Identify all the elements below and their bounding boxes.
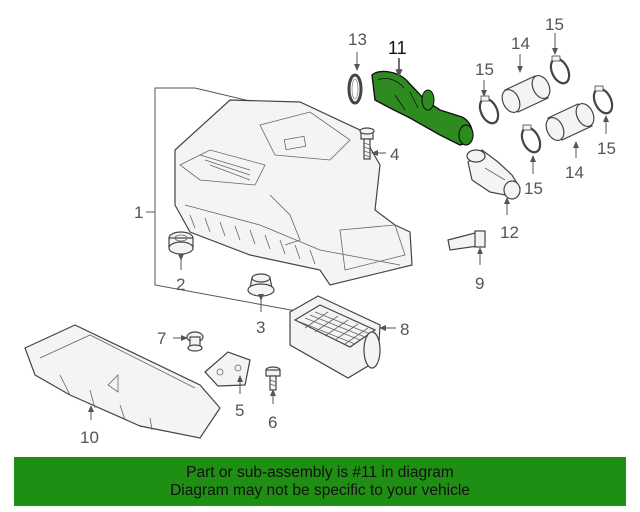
grommet[interactable] xyxy=(168,231,194,255)
info-banner: Part or sub-assembly is #11 in diagram D… xyxy=(14,457,626,506)
banner-line-2: Diagram may not be specific to your vehi… xyxy=(170,481,470,499)
label-5: 5 xyxy=(235,401,244,420)
label-15-d: 15 xyxy=(597,139,616,158)
clamp-15d[interactable] xyxy=(590,85,615,116)
parts-diagram: 1 2 3 4 5 6 xyxy=(24,15,616,447)
banner-line-1: Part or sub-assembly is #11 in diagram xyxy=(186,463,454,481)
clamp-15a[interactable] xyxy=(476,95,501,126)
label-9: 9 xyxy=(475,274,484,293)
sleeve-14a[interactable] xyxy=(499,73,554,116)
mounting-plate[interactable] xyxy=(204,351,251,387)
clamp-15b[interactable] xyxy=(547,55,572,86)
air-duct-shroud[interactable] xyxy=(24,324,221,439)
label-1: 1 xyxy=(134,203,143,222)
label-12: 12 xyxy=(500,223,519,242)
assembly-bracket xyxy=(154,87,346,321)
label-13: 13 xyxy=(348,30,367,49)
label-15-a: 15 xyxy=(475,60,494,79)
bolt-4[interactable] xyxy=(359,127,375,160)
sleeve-14b[interactable] xyxy=(543,101,598,144)
clamp-15c[interactable] xyxy=(518,124,543,155)
intake-hose-11[interactable] xyxy=(371,70,474,146)
bolt-6[interactable] xyxy=(265,366,281,391)
label-15-c: 15 xyxy=(524,179,543,198)
label-2: 2 xyxy=(176,275,185,294)
label-7: 7 xyxy=(157,329,166,348)
label-6: 6 xyxy=(268,413,277,432)
seal-ring-13[interactable] xyxy=(347,73,363,105)
label-8: 8 xyxy=(400,320,409,339)
label-10: 10 xyxy=(80,428,99,447)
label-15-b: 15 xyxy=(545,15,564,34)
air-filter-element[interactable] xyxy=(289,295,381,379)
label-14-lower: 14 xyxy=(565,163,584,182)
connector-9[interactable] xyxy=(447,230,486,251)
elbow-connector-12[interactable] xyxy=(466,149,521,200)
air-cleaner-housing[interactable] xyxy=(174,99,413,286)
label-14-upper: 14 xyxy=(511,34,530,53)
clip-7[interactable] xyxy=(186,331,204,352)
label-11: 11 xyxy=(388,38,407,58)
label-3: 3 xyxy=(256,318,265,337)
grommet-3[interactable] xyxy=(247,273,275,297)
label-4: 4 xyxy=(390,145,399,164)
